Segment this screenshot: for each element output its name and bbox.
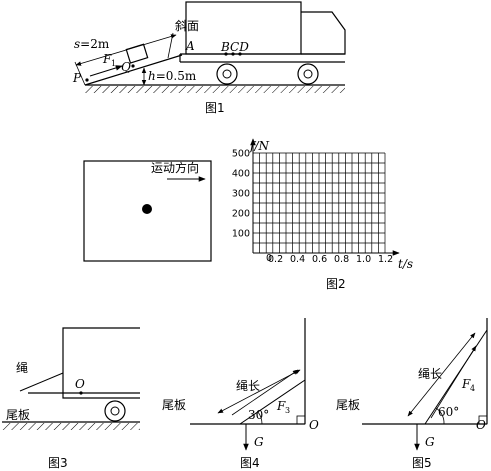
fig3-caption: 图3	[48, 456, 68, 470]
fig1-front-wheel	[297, 63, 319, 85]
fig2-dot	[142, 204, 152, 214]
fig5-angle-arc	[435, 407, 445, 425]
fig2-ylabel: f/N	[249, 139, 269, 153]
fig1-h-label: h=0.5m	[148, 69, 197, 83]
y-tick-label: 500	[232, 149, 250, 160]
fig3-rope-label: 绳	[16, 361, 28, 375]
fig5-angle-label: 60°	[438, 405, 459, 419]
fig2-grid	[250, 138, 400, 256]
figure-2: 运动方向 f/N t/s 0 0.2 0.4 0.6 0.8 1.0 1.2 100 200 3…	[83, 138, 413, 291]
figure-3: O 绳 尾板 图3	[2, 327, 140, 470]
fig4-rope-len-label: 绳长	[236, 379, 260, 393]
y-tick-label: 400	[232, 169, 250, 180]
fig4-rope-length-dim	[217, 369, 301, 414]
fig2-tick-labels: 0.2 0.4 0.6 0.8 1.0 1.2 100 200 300 400 500	[232, 149, 393, 266]
fig5-right-angle	[478, 415, 488, 425]
fig3-wheel	[104, 400, 126, 422]
fig1-rear-hub	[222, 69, 232, 79]
fig4-force-label: F	[276, 399, 286, 413]
fig4-right-angle	[296, 415, 306, 425]
fig5-rope-len-label: 绳长	[418, 367, 442, 381]
fig2-caption: 图2	[326, 277, 346, 291]
fig4-force-sub: 3	[285, 406, 290, 415]
fig5-board-label: 尾板	[336, 398, 360, 412]
figure-5: 绳长 60° F 4 G O 尾板 图5	[336, 318, 488, 470]
x-tick-label: 1.0	[356, 254, 371, 265]
y-tick-label: 100	[232, 229, 250, 240]
fig1-s-ext-left	[74, 61, 86, 86]
fig1-front-hub	[303, 69, 313, 79]
fig2-motion-label: 运动方向	[151, 160, 199, 175]
fig4-angle-label: 30°	[248, 408, 269, 422]
fig3-label-o: O	[75, 377, 85, 391]
fig1-truck-cab	[301, 11, 346, 55]
fig1-point-p	[85, 78, 89, 82]
fig1-force-sub: 1	[111, 59, 116, 68]
fig5-caption: 图5	[412, 456, 432, 470]
fig1-label-a: A	[185, 39, 195, 53]
x-tick-label: 1.2	[378, 254, 393, 265]
x-tick-label: 0.4	[290, 254, 305, 265]
fig2-top-view-box	[83, 160, 212, 262]
fig5-gravity-label: G	[425, 435, 435, 449]
fig2-xlabel: t/s	[398, 257, 413, 271]
fig4-angle-arc	[257, 411, 263, 425]
fig5-label-o: O	[476, 418, 486, 432]
fig1-rear-wheel	[216, 63, 238, 85]
fig1-caption: 图1	[205, 101, 225, 115]
fig4-board-label: 尾板	[162, 398, 186, 412]
y-tick-label: 300	[232, 189, 250, 200]
fig3-hub	[110, 406, 120, 416]
fig1-ground-hatch	[85, 86, 345, 93]
x-tick-label: 0.8	[334, 254, 349, 265]
figure-1: BCD A 斜面 s=2m F 1 P Q h=0.5m 图1	[72, 1, 346, 115]
fig1-label-p: P	[72, 71, 82, 85]
fig2-chart: f/N t/s 0 0.2 0.4 0.6 0.8 1.0 1.2 100 200 300 400…	[232, 138, 413, 271]
fig1-point-c	[231, 52, 235, 56]
fig1-s-dimension	[75, 34, 177, 66]
fig3-point-o	[79, 391, 83, 395]
fig1-s-label: s=2m	[74, 37, 110, 51]
fig1-s-value: =2m	[80, 37, 110, 51]
fig1-force-label: F	[102, 52, 112, 66]
figure-4: 绳长 30° F 3 G O 尾板 图4	[162, 318, 319, 470]
x-tick-label: 0.6	[312, 254, 327, 265]
fig3-board-label: 尾板	[6, 408, 30, 422]
fig1-point-q	[131, 64, 135, 68]
fig1-force-arrow	[89, 65, 123, 77]
fig4-gravity-label: G	[254, 435, 264, 449]
fig4-caption: 图4	[240, 456, 260, 470]
fig1-label-q: Q	[121, 60, 131, 74]
fig3-rope	[19, 372, 64, 392]
fig5-rope-length-dim	[407, 332, 476, 417]
fig3-ground-hatch	[2, 423, 140, 430]
fig1-point-b	[224, 52, 228, 56]
fig5-force-sub: 4	[470, 384, 475, 393]
fig1-slope-label: 斜面	[175, 19, 199, 33]
fig5-force-label: F	[461, 377, 471, 391]
fig1-point-d	[238, 52, 242, 56]
fig2-origin: 0	[266, 253, 272, 264]
fig1-label-bcd: BCD	[220, 40, 249, 54]
fig4-label-o: O	[309, 418, 319, 432]
y-tick-label: 200	[232, 209, 250, 220]
x-tick-label: 0.2	[268, 254, 283, 265]
